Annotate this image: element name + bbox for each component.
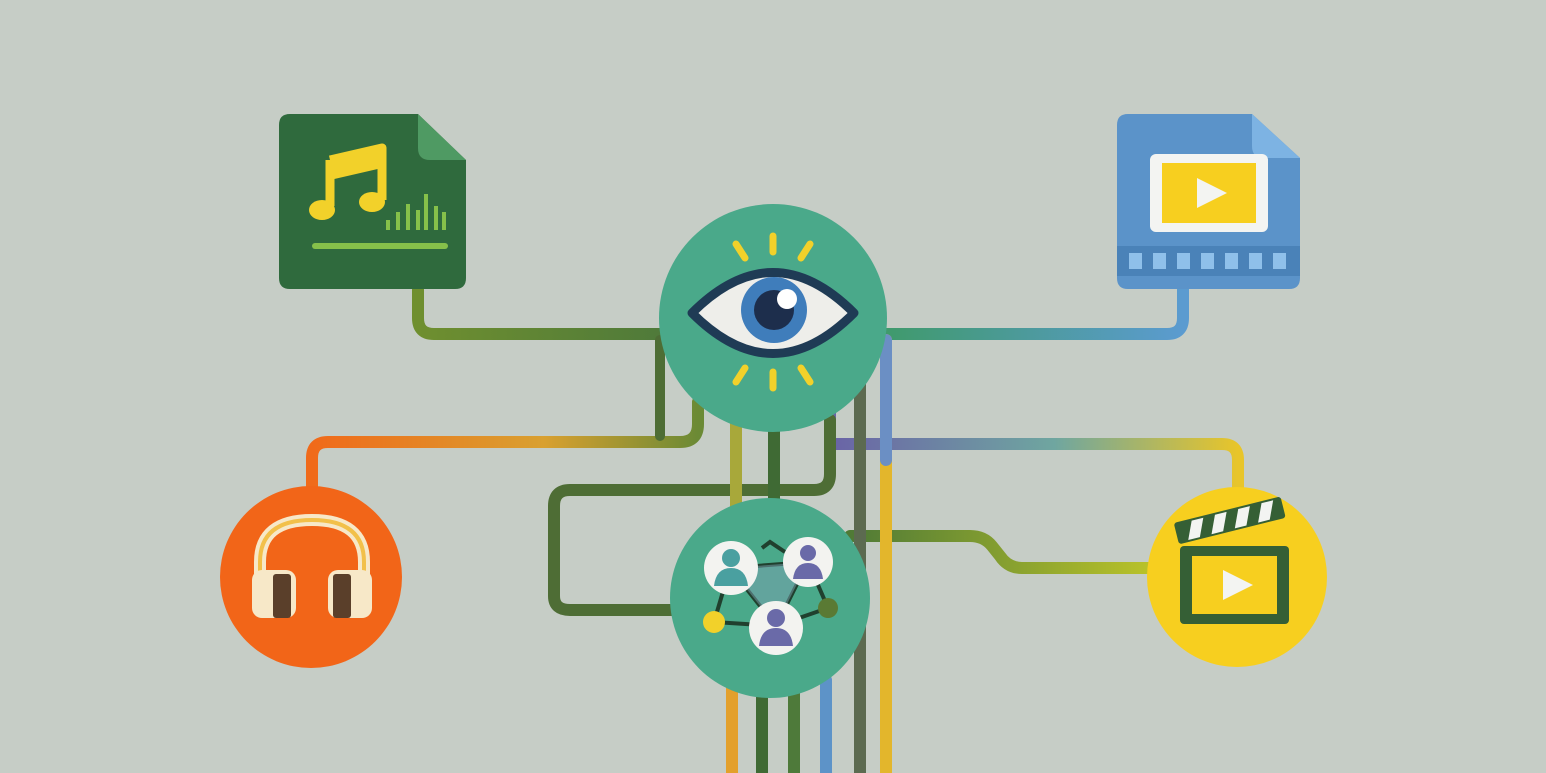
music-file-icon bbox=[279, 114, 466, 289]
eye-icon bbox=[659, 204, 887, 432]
line-clapper-to-vision bbox=[824, 404, 1244, 506]
clapperboard-icon bbox=[1147, 487, 1327, 667]
line-headphones-to-vision bbox=[306, 396, 704, 506]
line-audio-file-to-vision bbox=[412, 284, 668, 340]
people-network-icon bbox=[670, 498, 870, 698]
line-clapper-to-network bbox=[844, 530, 1156, 574]
line-loop-left bbox=[548, 414, 836, 616]
headphones-icon bbox=[220, 486, 402, 668]
line-video-file-to-vision bbox=[874, 284, 1189, 340]
video-file-icon bbox=[1117, 114, 1300, 289]
connection-lines bbox=[306, 284, 1244, 773]
